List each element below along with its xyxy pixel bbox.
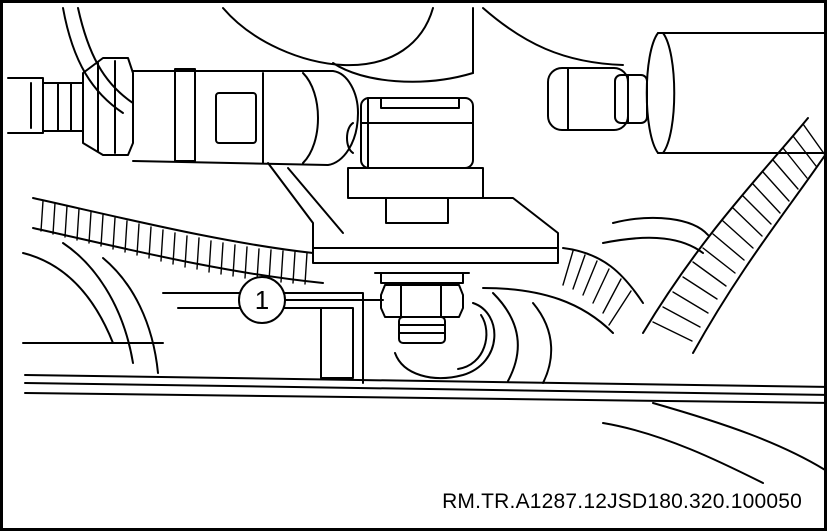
callout-circle: [238, 276, 286, 324]
sensor-connector: [7, 57, 359, 166]
figure-reference-code: RM.TR.A1287.12JSD180.320.100050: [442, 490, 802, 513]
cylinder-component: [547, 32, 824, 154]
callout-number: 1: [255, 285, 269, 315]
sensor-block: [346, 97, 484, 224]
lower-structures: [22, 216, 709, 384]
lower-rail: [24, 374, 824, 484]
engine-bay-line-drawing: 1: [7, 7, 824, 484]
upper-casting: [62, 7, 624, 114]
mounting-bolt: [374, 272, 496, 379]
corrugated-wire-harness: [32, 197, 644, 334]
harness-ribs: [40, 200, 632, 326]
mounting-bracket: [267, 162, 559, 264]
diagonal-corrugated-hose: [642, 117, 824, 354]
callout-leader: 1: [238, 276, 384, 324]
